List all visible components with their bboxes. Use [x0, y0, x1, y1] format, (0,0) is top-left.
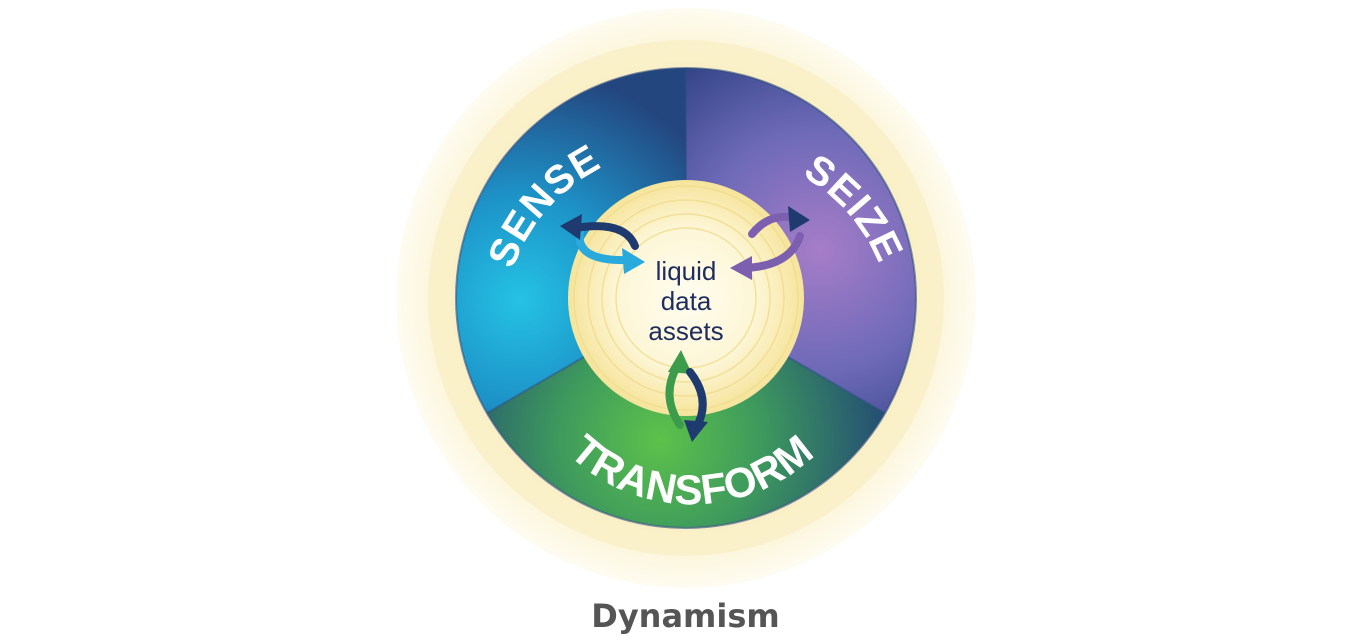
arrowhead-transform-up	[668, 350, 692, 374]
sense-cycle-arrows	[560, 214, 645, 274]
arrowhead-seize-out	[788, 206, 810, 232]
arrowhead-seize-in	[730, 256, 752, 280]
inner-rings	[573, 185, 799, 411]
wheel-rim	[455, 67, 917, 529]
center-text-line2: data	[661, 286, 712, 316]
center-text-line1: liquid	[656, 256, 717, 286]
seize-cycle-arrows	[730, 206, 810, 280]
diagram-caption: Dynamism	[591, 597, 780, 635]
arrowhead-sense-out	[560, 214, 582, 240]
arrowhead-transform-down	[684, 420, 708, 442]
transform-cycle-arrows	[665, 350, 708, 442]
arrowhead-sense-in	[622, 248, 645, 274]
center-text-line3: assets	[648, 316, 723, 346]
